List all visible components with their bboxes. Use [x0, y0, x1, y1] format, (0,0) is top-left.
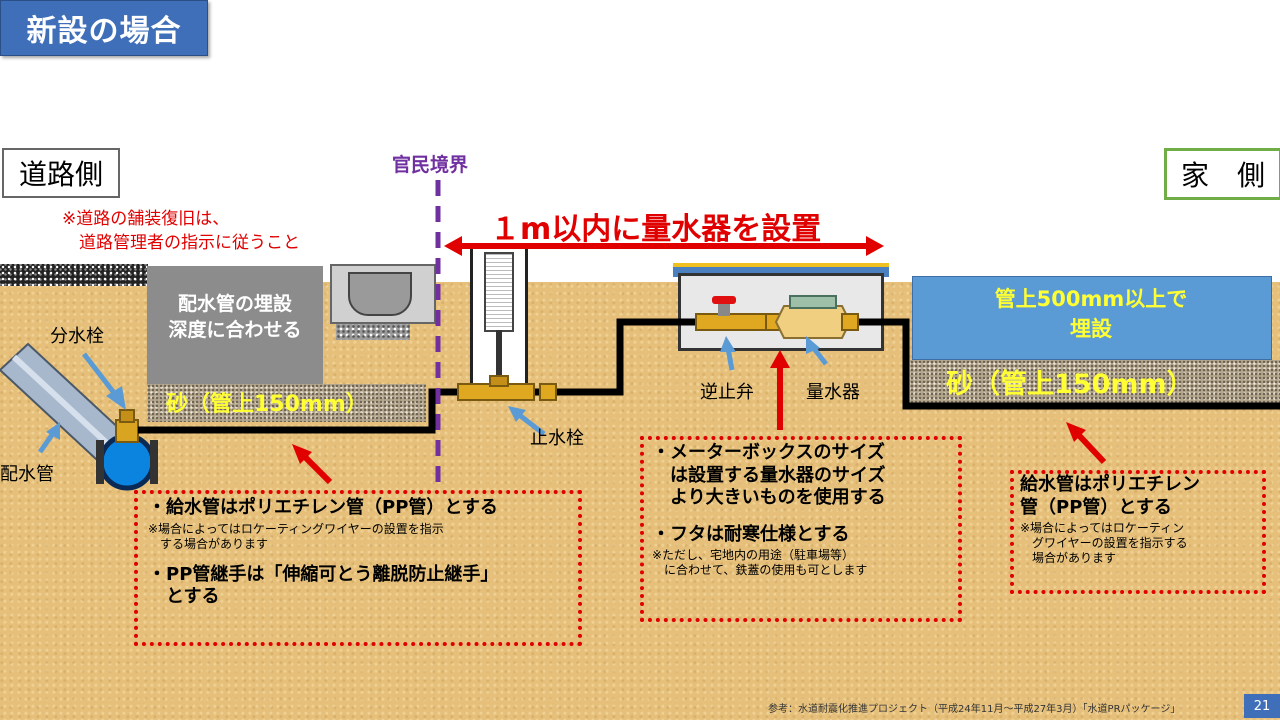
range-arrow	[444, 236, 884, 256]
catch-basin-gravel	[336, 324, 410, 340]
pointer-arrows	[37, 336, 828, 454]
sand-bed-left	[147, 384, 426, 422]
check-valve-handle	[712, 296, 736, 304]
stop-valve-fitting	[457, 375, 557, 401]
bury-depth-label: 管上500mm以上で 埋設	[994, 287, 1188, 342]
depth-block	[147, 266, 323, 384]
depth-label: 配水管の埋設 深度に合わせる	[168, 293, 302, 341]
house-side-label: 家 側	[1164, 148, 1280, 200]
note-left-text: ・給水管はポリエチレン管（PP管）とする ※場合によってはロケーティングワイヤー…	[148, 497, 574, 609]
note-left	[134, 490, 582, 646]
note-middle-text: ・メーターボックスのサイズ は設置する量水器のサイズ より大きいものを使用する …	[652, 442, 952, 578]
catch-basin-inner	[348, 272, 412, 316]
reference-note: 参考：水道耐震化推進プロジェクト（平成24年11月～平成27年3月）「水道PRパ…	[768, 704, 1181, 715]
sand-label-left: 砂（管上150mm）	[166, 392, 368, 417]
range-label: １m以内に量水器を設置	[490, 212, 822, 247]
valve-sleeve-rod	[496, 330, 502, 382]
main-pipe-label: 配水管	[0, 464, 54, 485]
note-right-sub: ※場合によってはロケーティン グワイヤーの設置を指示する 場合があります	[1020, 521, 1188, 565]
page-number: 21	[1244, 694, 1280, 718]
road-asphalt	[0, 264, 148, 286]
pavement-note: ※道路の舗装復旧は、 道路管理者の指示に従うこと	[62, 209, 300, 253]
sand-label-right: 砂（管上150mm）	[946, 369, 1194, 400]
note-right	[1010, 470, 1266, 594]
service-pipe	[138, 318, 1280, 434]
note-right-line1: 給水管はポリエチレン 管（PP管）とする	[1020, 474, 1200, 518]
note-left-sub: ※場合によってはロケーティングワイヤーの設置を指示 する場合があります	[148, 521, 444, 551]
note-right-text: 給水管はポリエチレン 管（PP管）とする ※場合によってはロケーティン グワイヤ…	[1020, 474, 1254, 566]
main-pipe-section	[98, 433, 156, 491]
check-valve-label: 逆止弁	[700, 382, 754, 403]
road-side-label: 道路側	[2, 148, 120, 198]
red-pointer-arrows	[292, 350, 1107, 485]
note-middle-line1: ・メーターボックスのサイズ は設置する量水器のサイズ より大きいものを使用する	[652, 442, 886, 508]
sand-bed-right	[910, 360, 1280, 404]
page-title: 新設の場合	[0, 0, 208, 56]
water-meter	[774, 305, 852, 339]
stop-valve-label: 止水栓	[530, 428, 584, 449]
note-left-line2: ・PP管継手は「伸縮可とう離脱防止継手」 とする	[148, 563, 499, 608]
meter-label: 量水器	[806, 382, 860, 403]
tap-saddle	[115, 419, 139, 443]
note-middle-sub: ※ただし、宅地内の用途（駐車場等） に合わせて、鉄蓋の使用も可とします	[652, 548, 868, 577]
boundary-label: 官民境界	[392, 154, 469, 176]
meter-assembly	[695, 295, 859, 339]
note-middle	[640, 436, 962, 622]
bury-depth-box	[912, 276, 1272, 360]
tap-label: 分水栓	[50, 326, 104, 347]
